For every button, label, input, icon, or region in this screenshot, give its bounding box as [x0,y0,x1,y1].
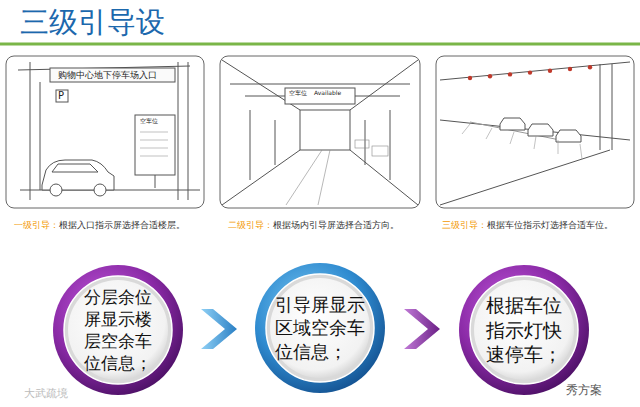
parking-drawing [440,62,630,205]
caption-text: 根据场内引导屏选择合适方向。 [273,220,399,230]
sign-text: 空车位 [289,90,307,97]
step-circle: 引导屏显示区域空余车位信息； [254,262,386,394]
watermark: 秀方案 [566,384,602,398]
caption-text: 根据车位指示灯选择合适车位。 [487,220,613,230]
step-text: 分层余位屏显示楼层空余车位信息； [84,286,152,375]
page-title: 三级引导设 [20,6,165,39]
caption-text: 根据入口指示屏选择合适楼层。 [59,220,185,230]
panel-frames [6,56,634,208]
step-text: 根据车位指示灯快速停车； [486,293,562,367]
sign-text: 空车位 [140,118,158,125]
chevron-arrow [404,309,440,349]
step-circle: 根据车位指示灯快速停车； [458,264,590,396]
parking-sign: P [58,90,64,102]
entrance-drawing [18,62,200,200]
title-rule [0,43,640,46]
sign-text: 购物中心地下停车场入口 [58,70,157,80]
corridor-drawing [222,60,418,205]
circle-shape [52,264,184,396]
caption-prefix: 二级引导： [228,220,273,230]
step-text: 引导屏显示区域空余车位信息； [275,293,365,363]
chevron-arrow [201,309,237,349]
caption-prefix: 一级引导： [14,220,59,230]
step-circle: 分层余位屏显示楼层空余车位信息； [52,264,184,396]
caption-prefix: 三级引导： [442,220,487,230]
watermark: 大武疏境 [24,388,68,401]
sign-text: Available [314,90,341,97]
